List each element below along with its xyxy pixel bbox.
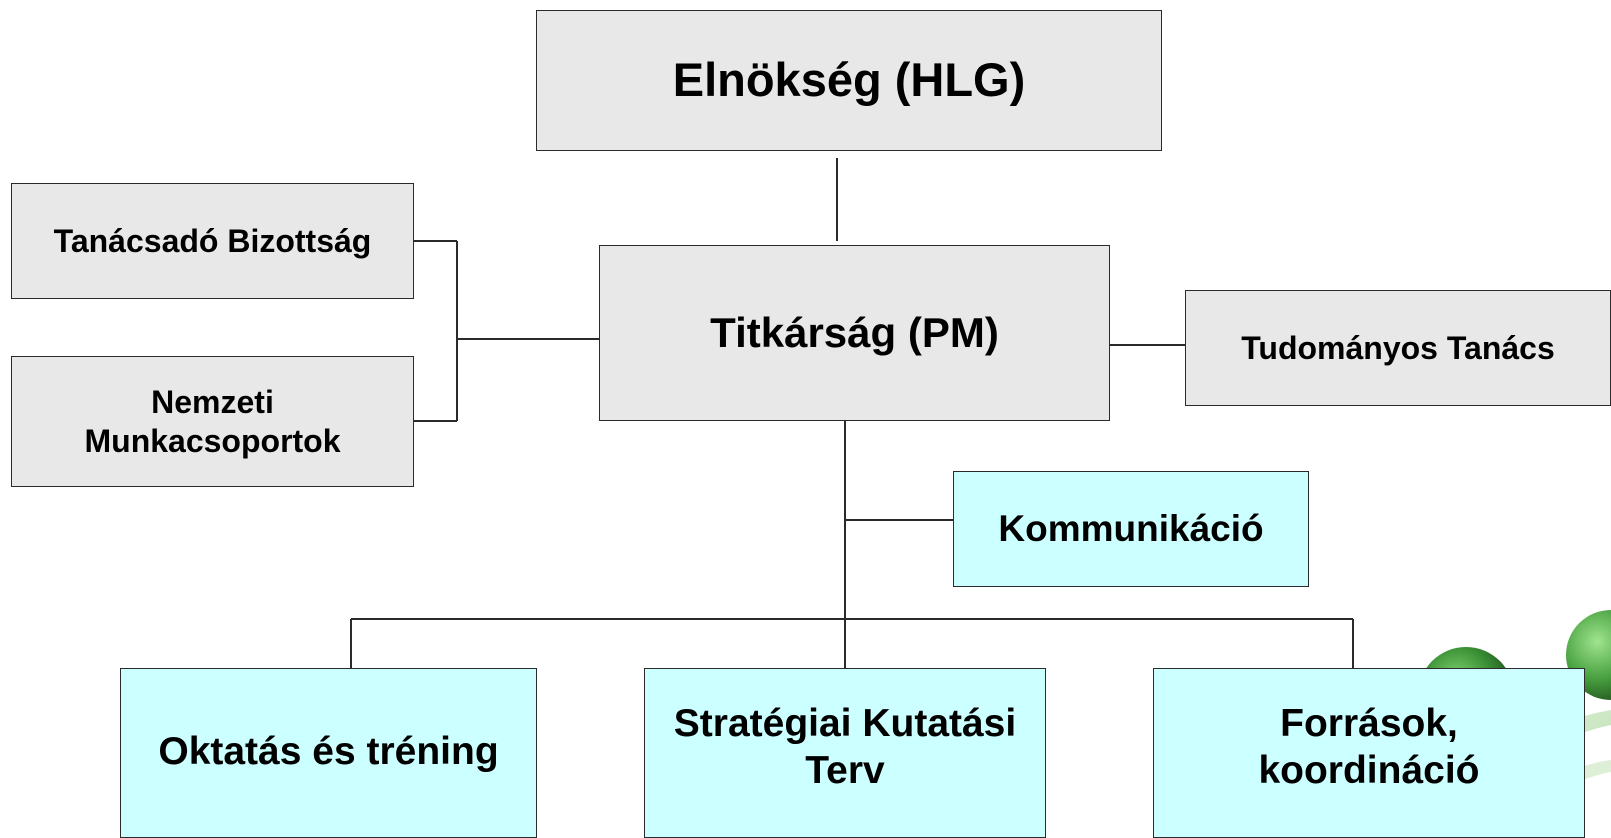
node-strategiai-label: Stratégiai Kutatási Terv [673,702,1017,792]
node-tudomanyos-label: Tudományos Tanács [1241,329,1555,366]
node-nemzeti-label: Nemzeti Munkacsoportok [84,384,341,459]
node-tudomanyos-tanacs: Tudományos Tanács [1185,290,1611,406]
node-forrasok-label: Források, koordináció [1258,702,1480,792]
node-tanacsado-label: Tanácsadó Bizottság [53,222,372,259]
node-strategiai-kutatasi-terv: Stratégiai Kutatási Terv [644,668,1046,838]
node-kommunikacio-label: Kommunikáció [998,507,1264,549]
node-titkarsag: Titkárság (PM) [599,245,1110,421]
node-elnokseg-label: Elnökség (HLG) [672,53,1026,107]
node-kommunikacio: Kommunikáció [953,471,1309,587]
node-oktatas-es-trening: Oktatás és tréning [120,668,537,838]
node-titkarsag-label: Titkárság (PM) [710,308,999,356]
node-elnokseg: Elnökség (HLG) [536,10,1162,151]
node-tanacsado-bizottsag: Tanácsadó Bizottság [11,183,414,299]
node-forrasok-koordinacio: Források, koordináció [1153,668,1585,838]
node-oktatas-label: Oktatás és tréning [158,730,499,773]
node-nemzeti-munkacsoportok: Nemzeti Munkacsoportok [11,356,414,487]
